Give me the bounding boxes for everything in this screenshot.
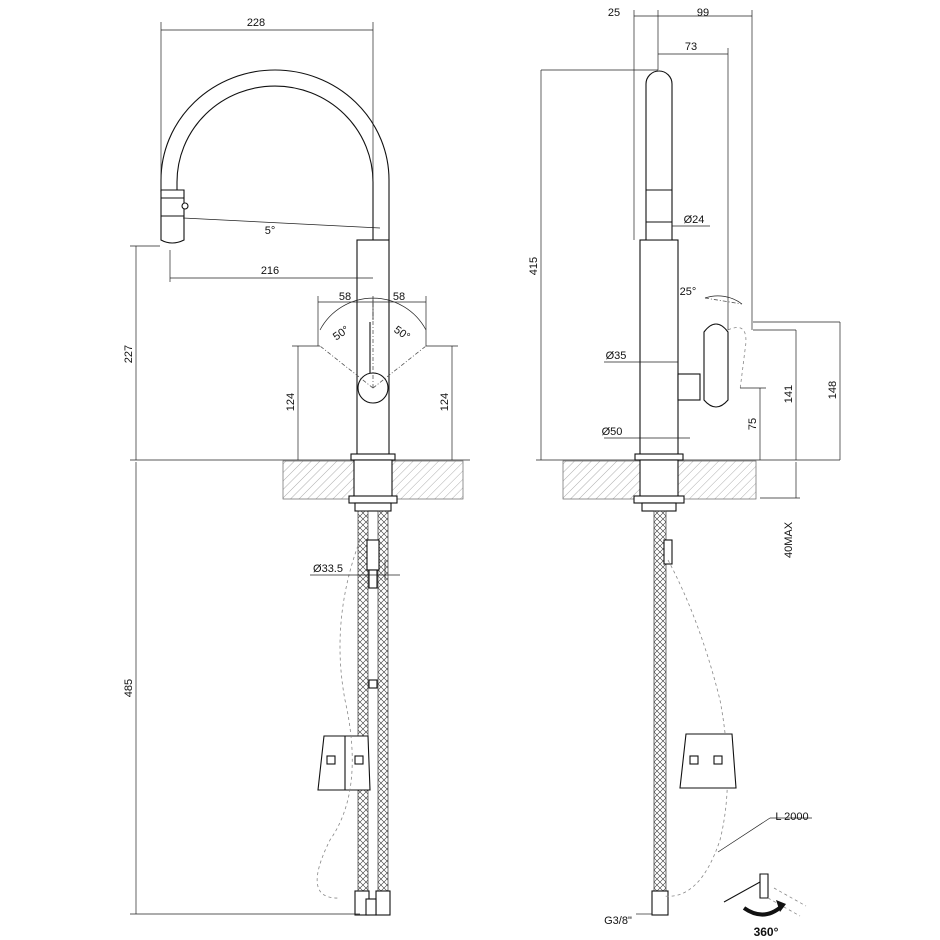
dim-lever-offset-left: 58 xyxy=(339,291,351,303)
dim-handle-angle: 25° xyxy=(680,286,697,298)
handle-right xyxy=(703,323,729,408)
dim-spout-angle: 5° xyxy=(265,225,276,237)
dim-hose-length-left: 485 xyxy=(123,679,135,697)
dim-lever-height-right: 124 xyxy=(439,393,451,411)
dim-lever-angle-left: 50° xyxy=(331,324,352,343)
dim-lever-height: 141 xyxy=(783,385,795,403)
dim-shank-diameter: Ø33.5 xyxy=(313,563,343,575)
hose-weight-right xyxy=(679,733,737,789)
dim-connection: G3/8" xyxy=(604,915,632,927)
dim-spout-depth: 73 xyxy=(685,41,697,53)
rotation-360-icon: 360° xyxy=(723,873,807,939)
dim-lever-base-height: 75 xyxy=(747,418,759,430)
hose-right xyxy=(653,510,667,892)
dim-body-diameter-lower: Ø50 xyxy=(602,426,623,438)
faucet-body-right xyxy=(639,239,679,457)
hose-weight-left xyxy=(317,735,371,791)
spout-arc xyxy=(160,69,390,240)
dim-top-offset: 25 xyxy=(608,7,620,19)
spray-wand-right xyxy=(645,70,673,241)
dim-body-height: 415 xyxy=(528,257,540,275)
dim-spout-width: 216 xyxy=(261,265,279,277)
dim-body-diameter-upper: Ø35 xyxy=(606,350,627,362)
side-view: 25 99 73 415 Ø24 25° Ø35 Ø50 141 148 75 … xyxy=(528,7,841,927)
dim-height-above-deck: 227 xyxy=(123,345,135,363)
front-view: 228 5° 216 58 58 50° 50° 227 124 124 485… xyxy=(123,17,470,916)
rotation-label: 360° xyxy=(754,925,779,939)
dim-deck-thickness: 40MAX xyxy=(783,521,795,558)
dim-hose-length-right: L 2000 xyxy=(775,811,808,823)
dim-overall-width: 228 xyxy=(247,17,265,29)
dim-lever-offset-right: 58 xyxy=(393,291,405,303)
dim-spray-diameter: Ø24 xyxy=(684,214,705,226)
dim-lever-total-height: 148 xyxy=(827,381,839,399)
dim-top-depth: 99 xyxy=(697,7,709,19)
dim-lever-angle-right: 50° xyxy=(391,324,412,343)
dim-lever-height-left: 124 xyxy=(285,393,297,411)
